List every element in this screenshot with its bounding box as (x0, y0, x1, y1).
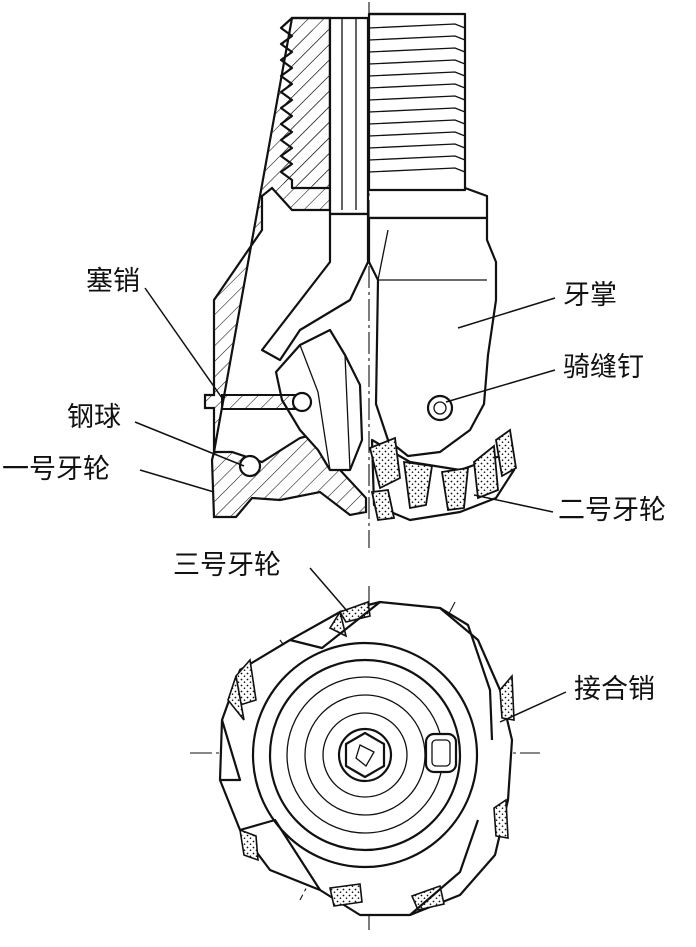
cone-2 (368, 428, 517, 522)
label-cone-3: 三号牙轮 (173, 550, 281, 581)
section-view (203, 2, 517, 548)
center-bore (328, 16, 370, 216)
plug-pin (221, 394, 301, 410)
gauge-inserts (227, 600, 515, 911)
thread-line (368, 47, 466, 53)
label-joint-pin: 接合销 (574, 674, 655, 705)
thread-line (368, 71, 466, 77)
pin-thread-right (367, 12, 489, 220)
steel-ball (238, 454, 262, 478)
leg-right (367, 216, 498, 458)
thread-line (368, 95, 466, 101)
thread-line (368, 143, 466, 149)
thread-line (368, 59, 466, 65)
thread-line (368, 155, 466, 161)
thread-line (368, 131, 466, 137)
thread-line (368, 167, 466, 173)
label-leg: 牙掌 (563, 280, 617, 311)
thread-line (368, 119, 466, 125)
outer-ring (251, 641, 479, 869)
label-cone-1: 一号牙轮 (2, 454, 110, 485)
center-hex (344, 731, 386, 779)
label-plug-pin: 塞销 (86, 266, 140, 297)
saddle-pin (426, 394, 454, 422)
plug-pin-end (291, 391, 313, 413)
end-view (190, 586, 540, 930)
label-cone-2: 二号牙轮 (558, 495, 666, 526)
thread-line (368, 83, 466, 89)
thread-line (368, 107, 466, 113)
label-saddle-pin: 骑缝钉 (563, 352, 644, 383)
label-steel-ball: 钢球 (67, 402, 121, 433)
joint-pin (424, 732, 458, 774)
thread-line (368, 35, 466, 41)
leader-lines (134, 287, 567, 723)
thread-line (368, 23, 466, 29)
